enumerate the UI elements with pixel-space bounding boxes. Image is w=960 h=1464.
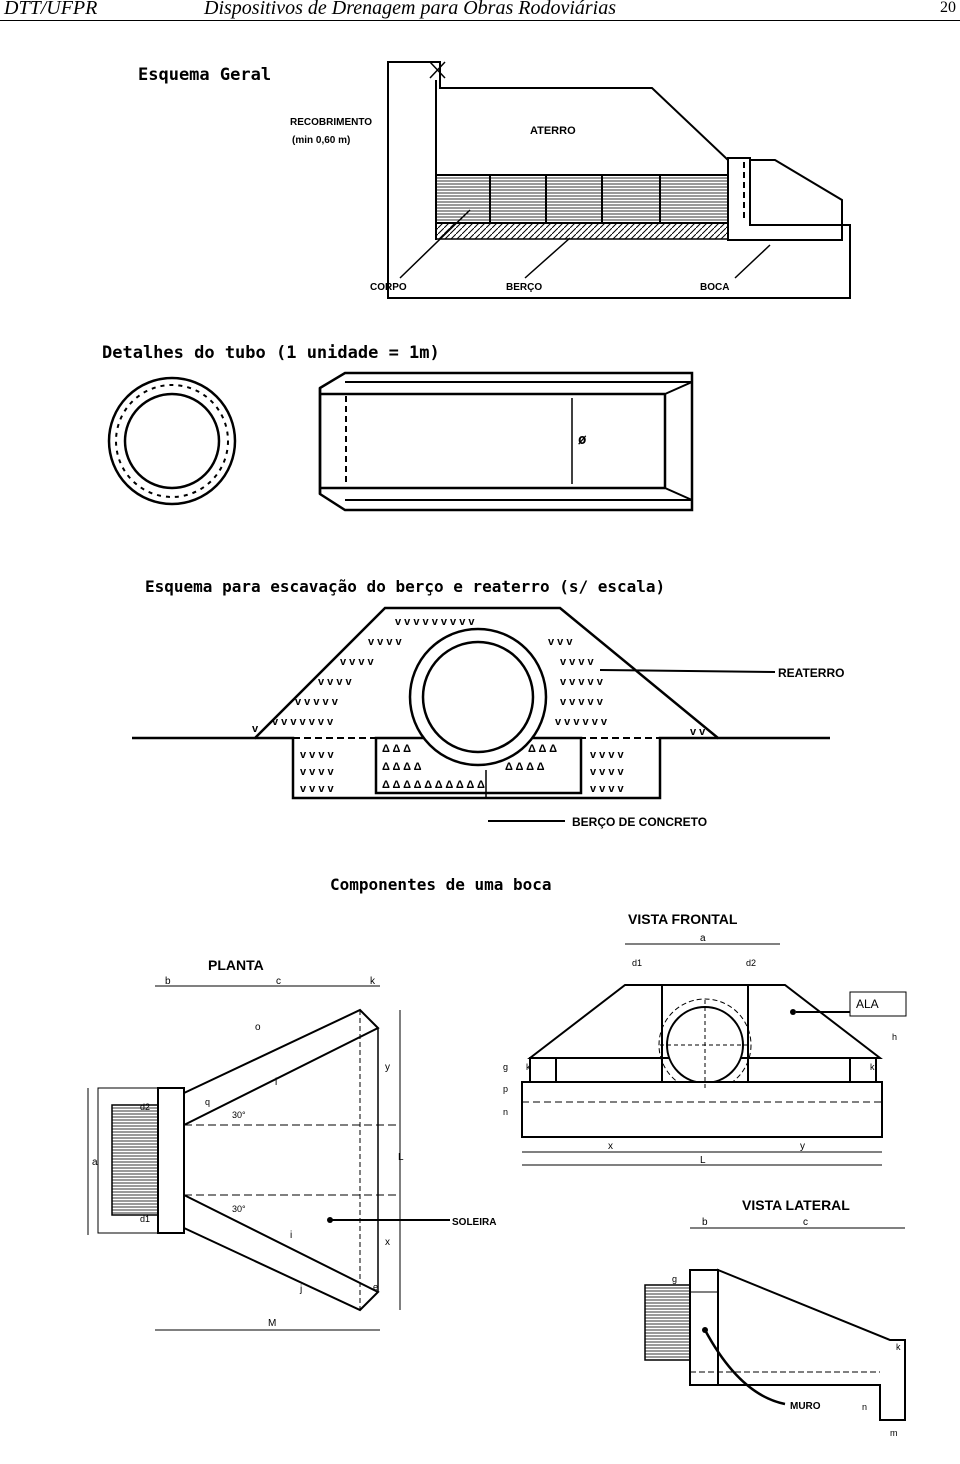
svg-text:Δ Δ Δ: Δ Δ Δ bbox=[528, 743, 557, 755]
planta-view: PLANTA b c k a d2 d1 o l y L x q 30° 30°… bbox=[87, 957, 496, 1335]
frontal-title: VISTA FRONTAL bbox=[628, 911, 738, 927]
corpo-label: CORPO bbox=[370, 282, 407, 293]
recobrimento-min: (min 0,60 m) bbox=[292, 135, 350, 146]
svg-text:v v v v: v v v v bbox=[300, 766, 335, 778]
reaterro-label: REATERRO bbox=[778, 666, 844, 680]
svg-text:v v v v v v v v v: v v v v v v v v v bbox=[395, 616, 475, 628]
escavacao-title: Esquema para escavação do berço e reater… bbox=[145, 577, 665, 596]
esquema-geral: Esquema Geral RECOBRIMENTO (min 0,60 m) … bbox=[138, 61, 851, 299]
diameter-label: ø bbox=[578, 432, 587, 448]
lateral-dim-n: n bbox=[862, 1402, 867, 1412]
frontal-dim-L: L bbox=[700, 1155, 706, 1166]
berco-concreto-label: BERÇO DE CONCRETO bbox=[572, 815, 707, 829]
dim-d1: d1 bbox=[140, 1214, 150, 1224]
frontal-dim-a: a bbox=[700, 933, 706, 944]
frontal-dim-g: g bbox=[503, 1062, 508, 1072]
dim-c: c bbox=[276, 976, 281, 987]
lateral-dim-c: c bbox=[803, 1217, 808, 1228]
frontal-dim-k-right: k bbox=[870, 1062, 875, 1072]
svg-text:v v v v v: v v v v v bbox=[295, 696, 339, 708]
tubo-title: Detalhes do tubo (1 unidade = 1m) bbox=[102, 343, 440, 363]
svg-text:v v v v: v v v v bbox=[340, 656, 375, 668]
dim-o: o bbox=[255, 1022, 261, 1033]
header-title: Dispositivos de Drenagem para Obras Rodo… bbox=[204, 0, 617, 19]
svg-text:v v: v v bbox=[690, 726, 706, 738]
svg-text:Δ Δ Δ Δ: Δ Δ Δ Δ bbox=[505, 761, 545, 773]
header-institution: DTT/UFPR bbox=[4, 0, 98, 19]
svg-text:Δ Δ Δ Δ Δ Δ Δ Δ Δ Δ: Δ Δ Δ Δ Δ Δ Δ Δ Δ Δ bbox=[382, 779, 485, 791]
frontal-dim-k-left: k bbox=[526, 1062, 531, 1072]
dim-l: l bbox=[275, 1077, 277, 1088]
svg-text:v v v v: v v v v bbox=[560, 656, 595, 668]
svg-text:v v v v: v v v v bbox=[300, 749, 335, 761]
dim-q: q bbox=[205, 1097, 210, 1107]
page-header: DTT/UFPR Dispositivos de Drenagem para O… bbox=[0, 0, 960, 21]
muro-label: MURO bbox=[790, 1401, 821, 1412]
frontal-dim-y: y bbox=[800, 1141, 805, 1152]
svg-text:v v v v v v v: v v v v v v v bbox=[272, 716, 334, 728]
dim-e: e bbox=[373, 1282, 378, 1292]
dim-b: b bbox=[165, 976, 171, 987]
planta-title: PLANTA bbox=[208, 957, 264, 973]
svg-text:v v v v: v v v v bbox=[318, 676, 353, 688]
svg-text:v v v v v: v v v v v bbox=[560, 696, 604, 708]
dim-M: M bbox=[268, 1318, 276, 1329]
boca-label: BOCA bbox=[700, 282, 729, 293]
lateral-dim-k: k bbox=[896, 1342, 901, 1352]
svg-text:v v v v: v v v v bbox=[590, 766, 625, 778]
lateral-dim-g: g bbox=[672, 1274, 677, 1284]
geral-title: Esquema Geral bbox=[138, 65, 271, 85]
ala-label: ALA bbox=[856, 997, 879, 1011]
svg-text:v v v v v v: v v v v v v bbox=[555, 716, 608, 728]
berco-label: BERÇO bbox=[506, 282, 542, 293]
frontal-dim-d2: d2 bbox=[746, 958, 756, 968]
svg-text:v v v: v v v bbox=[548, 636, 573, 648]
svg-text:v v v v: v v v v bbox=[300, 783, 335, 795]
dim-i: i bbox=[290, 1230, 292, 1241]
frontal-dim-d1: d1 bbox=[632, 958, 642, 968]
dim-y: y bbox=[385, 1062, 390, 1073]
dim-angle-top: 30° bbox=[232, 1110, 246, 1120]
dim-d2: d2 bbox=[140, 1102, 150, 1112]
dim-angle-bottom: 30° bbox=[232, 1204, 246, 1214]
detalhes-tubo: Detalhes do tubo (1 unidade = 1m) ø bbox=[100, 343, 700, 514]
aterro-label: ATERRO bbox=[530, 125, 576, 137]
vista-lateral-view: VISTA LATERAL b c g k n m MURO bbox=[640, 1197, 920, 1438]
dim-x: x bbox=[385, 1237, 390, 1248]
recobrimento-label: RECOBRIMENTO bbox=[290, 117, 372, 128]
frontal-dim-n: n bbox=[503, 1107, 508, 1117]
svg-text:Δ Δ Δ: Δ Δ Δ bbox=[382, 743, 411, 755]
lateral-dim-b: b bbox=[702, 1217, 708, 1228]
frontal-dim-p: p bbox=[503, 1084, 508, 1094]
dim-L: L bbox=[398, 1152, 404, 1163]
componentes-title: Componentes de uma boca bbox=[330, 875, 552, 894]
page-number: 20 bbox=[940, 0, 956, 16]
dim-j: j bbox=[299, 1284, 302, 1295]
soleira-label: SOLEIRA bbox=[452, 1217, 496, 1228]
svg-text:v v v v: v v v v bbox=[368, 636, 403, 648]
frontal-dim-h: h bbox=[892, 1032, 897, 1042]
dim-a: a bbox=[92, 1157, 98, 1168]
svg-text:v v v v: v v v v bbox=[590, 749, 625, 761]
dim-k: k bbox=[370, 976, 376, 987]
lateral-title: VISTA LATERAL bbox=[742, 1197, 850, 1213]
lateral-dim-m: m bbox=[890, 1428, 898, 1438]
frontal-dim-x: x bbox=[608, 1141, 613, 1152]
vista-frontal-view: VISTA FRONTAL a d1 d2 ALA h k k g p n x … bbox=[497, 911, 907, 1166]
esquema-escavacao: Esquema para escavação do berço e reater… bbox=[132, 577, 844, 829]
svg-text:v v v v v: v v v v v bbox=[560, 676, 604, 688]
svg-text:v: v bbox=[252, 723, 259, 735]
svg-text:v v v v: v v v v bbox=[590, 783, 625, 795]
svg-text:Δ Δ Δ Δ: Δ Δ Δ Δ bbox=[382, 761, 422, 773]
